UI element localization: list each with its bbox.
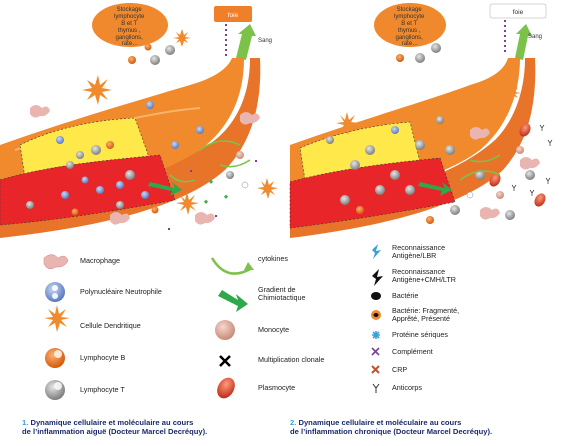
gradient-icon	[218, 290, 248, 312]
legend-bacteria-fragmented-label: Bactérie: Fragmenté,Apprêté, Présenté	[392, 306, 460, 324]
serum-protein-icon	[372, 331, 380, 339]
caption-chronic-line1: Dynamique cellulaire et moléculaire au c…	[298, 418, 462, 427]
complement-icon	[371, 347, 380, 356]
blood-label: Sang	[258, 38, 272, 44]
recog-cmh-icon	[372, 269, 383, 286]
storage-text: Stockage lymphocyte B et T thymus , gang…	[114, 7, 146, 47]
cells-acute	[26, 43, 249, 216]
lymphocyte-b-icon	[45, 348, 65, 368]
legend-complement-label: Complément	[392, 347, 433, 356]
bacteria-fragmented-icon	[371, 310, 381, 320]
caption-chronic: 2. Dynamique cellulaire et moléculaire a…	[290, 418, 492, 436]
blood-label-2: Sang	[528, 34, 542, 40]
dendritic-icon	[44, 305, 70, 332]
blood-arrow-2: Sang	[515, 24, 542, 60]
gradient-arrow-acute	[148, 182, 182, 196]
caption-acute-line1: Dynamique cellulaire et moléculaire au c…	[30, 418, 194, 427]
crp-icon	[371, 365, 380, 374]
legend-plasmocyte-label: Plasmocyte	[258, 383, 296, 392]
lymphocyte-t-icon	[45, 380, 65, 400]
gradient-arrow-chronic	[418, 182, 452, 196]
tissue-red-2	[289, 157, 456, 229]
legend-neutrophil-label: Polynucléaire Neutrophile	[80, 287, 162, 296]
macrophage-icon	[43, 254, 69, 270]
storage-bubble-2: Stockage lymphocyte B et T thymus , gang…	[374, 3, 446, 47]
cells-chronic	[326, 43, 535, 224]
legend-lymphocyte-b-label: Lymphocyte B	[80, 353, 126, 362]
molecules-acute	[168, 160, 257, 230]
caption-acute-number: 1.	[22, 418, 29, 427]
monocyte-icon	[215, 320, 235, 340]
liver-box: foie	[214, 6, 252, 22]
dendritic-cells-acute	[82, 29, 278, 215]
legend-crp-label: CRP	[392, 365, 408, 374]
caption-acute: 1. Dynamique cellulaire et moléculaire a…	[22, 418, 207, 436]
blood-arrow: Sang	[236, 24, 272, 60]
legend-cytokines-label: cytokines	[258, 254, 288, 263]
liver-label: foie	[228, 12, 239, 19]
caption-chronic-number: 2.	[290, 418, 297, 427]
plasmocytes-chronic	[489, 123, 546, 207]
legend-antibody-label: Anticorps	[392, 383, 422, 392]
caption-chronic-line2: de l’inflammation chronique (Docteur Mar…	[290, 427, 493, 437]
bacteria-icon	[371, 292, 381, 300]
legend-serum-protein-label: Protéine sériques	[392, 330, 448, 339]
legend-lymphocyte-t-label: Lymphocyte T	[80, 385, 125, 394]
legend-gradient-label: Gradient de Chimiotactique	[258, 285, 306, 303]
panel-chronic: Stockage lymphocyte B et T thymus , gang…	[289, 3, 553, 238]
plasmocyte-icon	[217, 377, 235, 399]
panel-acute: Stockage lymphocyte B et T thymus , gang…	[0, 3, 278, 238]
dendritic-cells-chronic	[336, 84, 521, 135]
cytokines-icon	[210, 257, 253, 275]
storage-bubble: Stockage lymphocyte B et T thymus , gang…	[92, 3, 168, 47]
liver-box-2: foie	[489, 3, 547, 19]
liver-label-2: foie	[513, 9, 524, 16]
antibody-icon	[372, 383, 380, 393]
cytokine-arrows-chronic	[459, 154, 501, 181]
legend-monocyte-label: Monocyte	[258, 325, 290, 334]
neutrophil-icon	[45, 282, 65, 302]
multiplication-icon	[219, 355, 231, 367]
legend-dendritic-label: Cellule Dendritique	[80, 321, 141, 330]
caption-acute-line2: de l’inflammation aiguë (Docteur Marcel …	[22, 427, 208, 437]
legend-multiplication-label: Multiplication clonale	[258, 355, 325, 364]
antibodies-chronic	[511, 124, 553, 196]
legend-bacteria-label: Bactérie	[392, 291, 419, 300]
macrophages-acute	[30, 105, 260, 225]
macrophages-chronic	[470, 127, 540, 220]
cytokine-arrows-acute	[169, 140, 251, 183]
legend-macrophage-label: Macrophage	[80, 256, 120, 265]
recog-lbr-icon	[372, 244, 381, 259]
storage-text-2: Stockage lymphocyte B et T thymus , gang…	[394, 7, 426, 47]
